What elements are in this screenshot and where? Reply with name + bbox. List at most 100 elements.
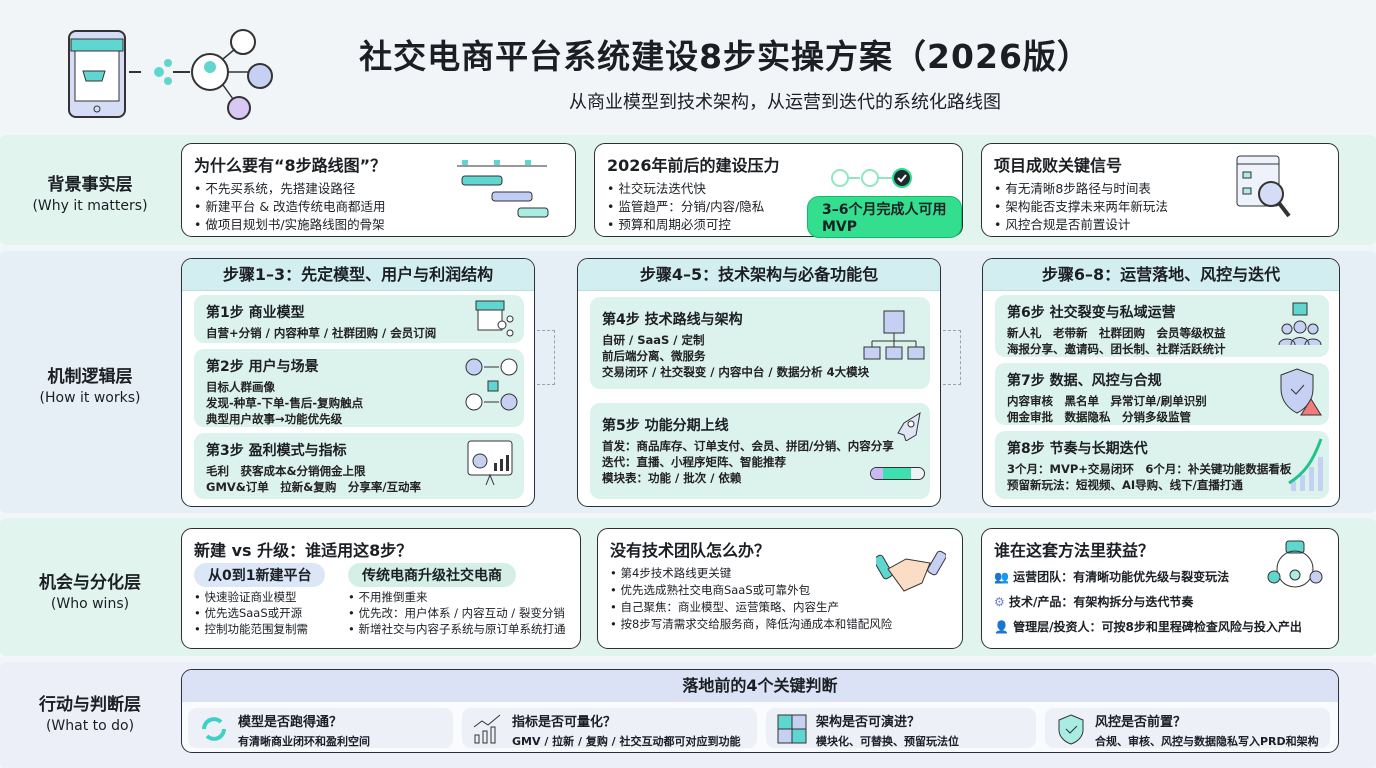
beneficiary-management: 👤 管理层/投资人：可按8步和里程碑检查风险与投入产出 <box>994 615 1326 640</box>
band-label-action: 行动与判断层 (What to do) <box>0 690 180 734</box>
step-5: 第5步 功能分期上线 首发：商品库存、订单支付、会员、拼团/分销、内容分享 迭代… <box>590 403 930 499</box>
bullet: 自己聚焦：商业模型、运营策略、内容生产 <box>610 599 950 616</box>
step-1: 第1步 商业模型 自营+分销 / 内容种草 / 社群团购 / 会员订阅 <box>194 295 524 343</box>
rocket-icon <box>897 411 921 441</box>
step-line: 典型用户故事→功能优先级 <box>206 412 343 426</box>
step-line: GMV&订单 拉新&复购 分享率/互动率 <box>206 480 422 494</box>
gift-community-icon <box>1278 302 1322 346</box>
judgement-question: 指标是否可量化？ <box>512 715 617 730</box>
bullet: 预算和周期必须可控 <box>607 216 950 234</box>
page-subtitle: 从商业模型到技术架构，从运营到迭代的系统化路线图 <box>569 92 1001 113</box>
band-subtitle: (How it works) <box>39 390 141 406</box>
card-beneficiaries: 谁在这套方法里获益？ 👥 运营团队：有清晰功能优先级与裂变玩法 ⚙ 技术/产品：… <box>981 528 1339 649</box>
growth-arrow-icon <box>1288 438 1323 491</box>
step-6: 第6步 社交裂变与私域运营 新人礼 老带新 社群团购 会员等级权益 海报分享、邀… <box>995 295 1329 357</box>
band-title: 背景事实层 <box>47 175 133 195</box>
step-line: 首发：商品库存、订单支付、会员、拼团/分销、内容分享 <box>602 439 894 453</box>
column-steps-4-5: 步骤4–5：技术架构与必备功能包 第4步 技术路线与架构 自研 / SaaS /… <box>577 258 941 507</box>
card-title: 谁在这套方法里获益？ <box>994 541 1155 560</box>
bullet: 第4步技术路线更关键 <box>610 565 950 582</box>
storefront-share-icon <box>475 300 514 337</box>
card-no-tech-team: 没有技术团队怎么办？ 第4步技术路线更关键优先选成熟社交电商SaaS或可靠外包自… <box>597 528 963 649</box>
handshake-icon <box>876 550 946 592</box>
card-new-vs-upgrade: 新建 vs 升级：谁适用这8步？ 从0到1新建平台 快速验证商业模型优先选Saa… <box>181 528 581 649</box>
bullet: 不用推倒重来 <box>348 589 578 605</box>
step-title: 第7步 数据、风控与合规 <box>1007 373 1162 389</box>
step-line: 佣金审批 数据隐私 分销多级监管 <box>1007 410 1191 424</box>
judgement-answer: GMV / 拉新 / 复购 / 社交互动都可对应到功能 <box>512 735 741 748</box>
judgement-risk: 风控是否前置？合规、审核、风控与数据隐私写入PRD和架构 <box>1045 708 1330 748</box>
bar-growth-icon <box>473 714 501 744</box>
step-title: 第3步 盈利模式与指标 <box>206 443 347 459</box>
step-line: 自营+分销 / 内容种草 / 社群团购 / 会员订阅 <box>206 326 437 340</box>
column-title: 步骤4–5：技术架构与必备功能包 <box>578 259 940 291</box>
judgement-architecture: 架构是否可演进？模块化、可替换、预留玩法位 <box>766 708 1036 748</box>
bullet: 架构能否支撑未来两年新玩法 <box>994 198 1326 216</box>
flow-arrow <box>537 330 555 385</box>
social-commerce-network-icon <box>68 29 273 120</box>
bullet: 有无清晰8步路径与时间表 <box>994 180 1326 198</box>
band-label-mechanism: 机制逻辑层 (How it works) <box>0 362 180 406</box>
key-judgements-panel: 落地前的4个关键判断 模型是否跑得通？ 有清晰商业闭环和盈利空间 指标是否可量化？… <box>181 669 1339 753</box>
step-line: 模块表：功能 / 批次 / 依赖 <box>602 471 742 485</box>
card-title: 没有技术团队怎么办？ <box>610 541 771 560</box>
band-label-opportunity: 机会与分化层 (Who wins) <box>0 568 180 612</box>
card-title: 2026年前后的建设压力 <box>607 156 780 175</box>
step-title: 第5步 功能分期上线 <box>602 418 729 434</box>
column-steps-6-8: 步骤6–8：运营落地、风控与迭代 第6步 社交裂变与私域运营 新人礼 老带新 社… <box>982 258 1340 507</box>
judgement-question: 风控是否前置？ <box>1095 715 1187 730</box>
panel-title: 落地前的4个关键判断 <box>182 670 1338 702</box>
step-line: 毛利 获客成本&分销佣金上限 <box>206 464 366 478</box>
band-subtitle: (What to do) <box>45 718 135 734</box>
band-title: 机会与分化层 <box>39 573 141 593</box>
header: 社交电商平台系统建设8步实操方案（2026版） 从商业模型到技术架构，从运营到迭… <box>0 0 1376 132</box>
bullet: 不先买系统，先搭建设路径 <box>194 180 563 198</box>
magnifier-diagram-icon <box>1236 155 1291 218</box>
bullet: 控制功能范围复制需 <box>194 621 344 637</box>
shield-check-icon <box>1058 714 1084 745</box>
judgement-answer: 有清晰商业闭环和盈利空间 <box>238 735 370 748</box>
beneficiary-text: 技术/产品：有架构拆分与迭代节奏 <box>1008 595 1194 609</box>
server-architecture-icon <box>863 310 925 360</box>
step-line: 新人礼 老带新 社群团购 会员等级权益 <box>1007 326 1226 340</box>
team-icon: 👥 <box>994 570 1009 584</box>
dashboard-chart-icon <box>467 440 513 486</box>
release-progress-fill <box>871 468 911 479</box>
step-line: 3个月：MVP+交易闭环 6个月：补关键功能数据看板 <box>1007 462 1292 476</box>
step-line: 前后端分离、微服务 <box>602 349 706 363</box>
bullet: 快速验证商业模型 <box>194 589 344 605</box>
card-construction-pressure: 2026年前后的建设压力 社交玩法迭代快监管趋严：分销/内容/隐私预算和周期必须… <box>594 143 963 238</box>
step-line: 预留新玩法：短视频、AI导购、线下/直播打通 <box>1007 478 1243 492</box>
band-title: 行动与判断层 <box>39 695 141 715</box>
band-title: 机制逻辑层 <box>47 367 133 387</box>
column-title: 步骤6–8：运营落地、风控与迭代 <box>983 259 1339 291</box>
step-title: 第4步 技术路线与架构 <box>602 312 743 328</box>
judgement-model: 模型是否跑得通？ 有清晰商业闭环和盈利空间 <box>188 708 453 748</box>
milestone-progress-icon <box>831 168 912 188</box>
step-title: 第8步 节奏与长期迭代 <box>1007 441 1148 457</box>
bullet: 优先选成熟社交电商SaaS或可靠外包 <box>610 582 950 599</box>
bullet: 监管趋严：分销/内容/隐私 <box>607 198 950 216</box>
card-title: 新建 vs 升级：谁适用这8步？ <box>194 541 413 560</box>
bullet: 新增社交与内容子系统与原订单系统打通 <box>348 621 578 637</box>
bullet: 优先改：用户体系 / 内容互动 / 裂变分销 <box>348 605 578 621</box>
step-title: 第2步 用户与场景 <box>206 359 319 375</box>
user-flow-icon <box>465 358 518 411</box>
step-line: 自研 / SaaS / 定制 <box>602 333 705 347</box>
bullet: 按8步写清需求交给服务商，降低沟通成本和错配风险 <box>610 616 950 633</box>
beneficiary-tech: ⚙ 技术/产品：有架构拆分与迭代节奏 <box>994 590 1326 615</box>
mvp-badge: 3–6个月完成人可用MVP <box>807 196 962 238</box>
step-title: 第1步 商业模型 <box>206 305 305 321</box>
bullet: 新建平台 & 改造传统电商都适用 <box>194 198 563 216</box>
bullet: 社交玩法迭代快 <box>607 180 950 198</box>
flow-arrow <box>943 330 961 385</box>
judgement-question: 模型是否跑得通？ <box>238 715 343 730</box>
step-8: 第8步 节奏与长期迭代 3个月：MVP+交易闭环 6个月：补关键功能数据看板 预… <box>995 431 1329 499</box>
pill-upgrade: 传统电商升级社交电商 <box>348 563 516 587</box>
step-line: 迭代：直播、小程序矩阵、智能推荐 <box>602 455 786 469</box>
step-line: 海报分享、邀请码、团长制、社群活跃统计 <box>1007 342 1226 356</box>
shield-warning-icon <box>1280 368 1322 416</box>
bullet: 风控合规是否前置设计 <box>994 216 1326 234</box>
judgement-answer: 模块化、可替换、预留玩法位 <box>816 735 959 748</box>
card-title: 项目成败关键信号 <box>994 156 1123 175</box>
